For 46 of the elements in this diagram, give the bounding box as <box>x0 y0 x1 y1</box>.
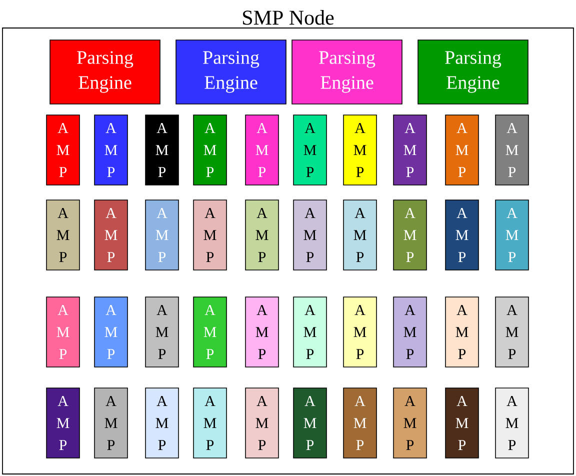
engine-box: Parsing Engine <box>176 40 286 104</box>
amp-box: A M P <box>495 114 529 186</box>
engine-box: Parsing Engine <box>292 40 402 104</box>
amp-box: A M P <box>343 296 377 368</box>
amp-box: A M P <box>145 296 179 368</box>
engine-box: Parsing Engine <box>50 40 160 104</box>
amp-box: A M P <box>193 200 227 270</box>
amp-box: A M P <box>245 114 279 186</box>
amp-box: A M P <box>393 200 427 270</box>
node-frame <box>2 28 574 474</box>
amp-box: A M P <box>495 388 529 458</box>
amp-box: A M P <box>94 114 128 186</box>
amp-box: A M P <box>193 114 227 186</box>
amp-box: A M P <box>343 200 377 270</box>
amp-box: A M P <box>46 114 80 186</box>
amp-box: A M P <box>94 296 128 368</box>
amp-box: A M P <box>293 388 327 458</box>
amp-box: A M P <box>145 114 179 186</box>
amp-box: A M P <box>193 296 227 368</box>
amp-box: A M P <box>245 200 279 270</box>
amp-box: A M P <box>293 296 327 368</box>
amp-box: A M P <box>94 200 128 270</box>
amp-box: A M P <box>445 114 479 186</box>
amp-box: A M P <box>46 200 80 270</box>
amp-box: A M P <box>145 388 179 458</box>
amp-box: A M P <box>393 114 427 186</box>
amp-box: A M P <box>495 200 529 270</box>
amp-box: A M P <box>393 388 427 458</box>
amp-box: A M P <box>293 200 327 270</box>
amp-box: A M P <box>293 114 327 186</box>
amp-box: A M P <box>46 388 80 458</box>
amp-box: A M P <box>343 114 377 186</box>
amp-box: A M P <box>245 296 279 368</box>
amp-box: A M P <box>393 296 427 368</box>
amp-box: A M P <box>94 388 128 458</box>
amp-box: A M P <box>193 388 227 458</box>
amp-box: A M P <box>245 388 279 458</box>
amp-box: A M P <box>445 296 479 368</box>
amp-box: A M P <box>495 296 529 368</box>
amp-box: A M P <box>343 388 377 458</box>
amp-box: A M P <box>145 200 179 270</box>
amp-box: A M P <box>445 388 479 458</box>
amp-box: A M P <box>46 296 80 368</box>
amp-box: A M P <box>445 200 479 270</box>
node-title: SMP Node <box>243 10 334 25</box>
engine-box: Parsing Engine <box>418 40 528 104</box>
